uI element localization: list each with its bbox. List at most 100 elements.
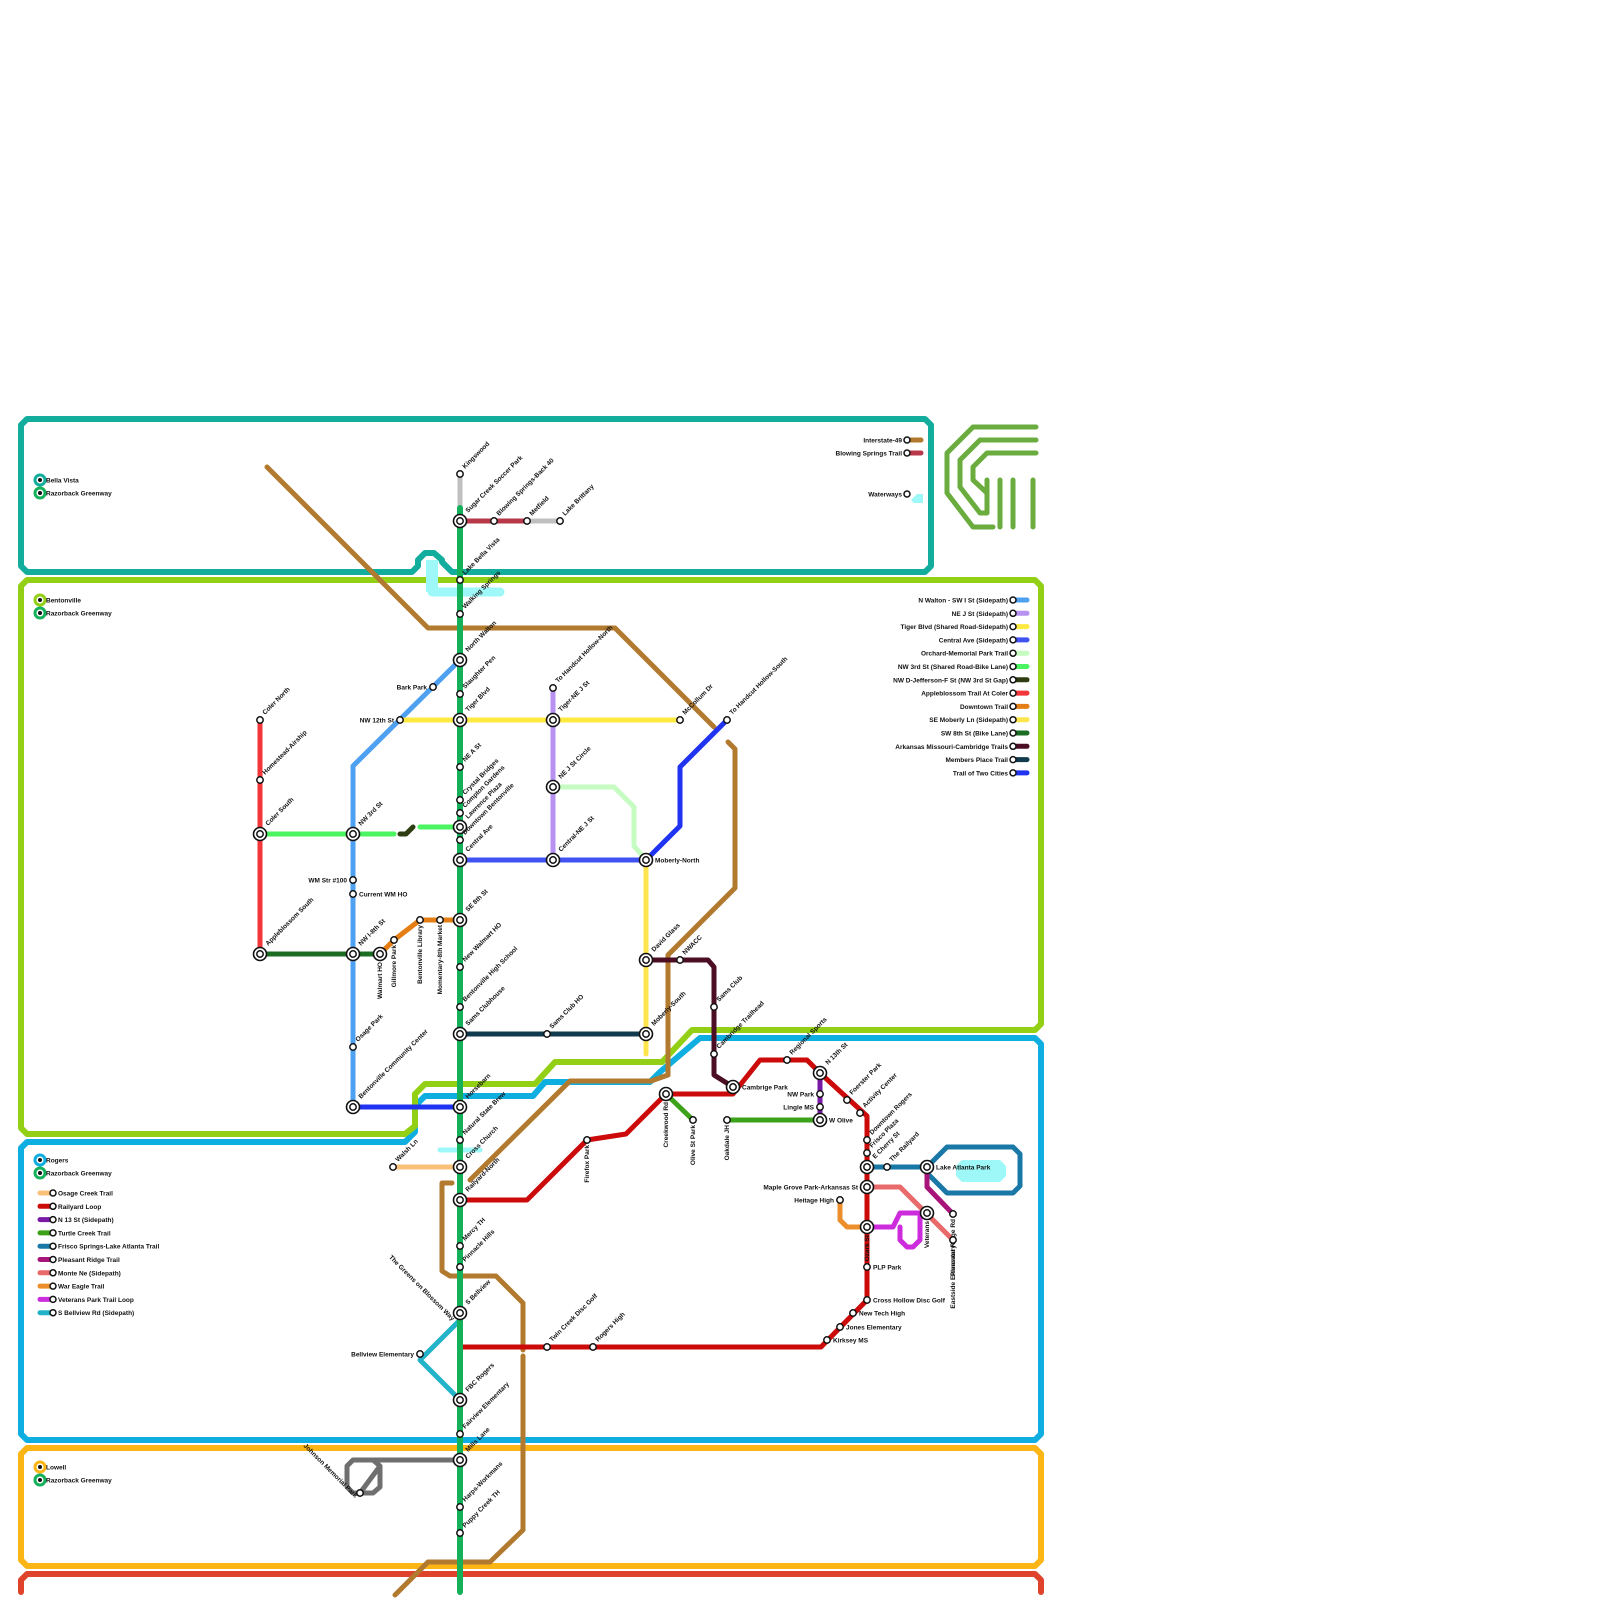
station[interactable]: Walmart HO (372, 946, 388, 999)
station[interactable]: To Handcut Hollow-South (723, 656, 789, 724)
station[interactable]: NW 12th St (360, 716, 404, 725)
station-marker (863, 1149, 871, 1157)
station-marker (436, 916, 444, 924)
legend-rogers-marker (49, 1215, 57, 1224)
station[interactable]: Jones Elementary (836, 1323, 902, 1332)
station[interactable]: Rogers High (589, 1311, 627, 1351)
station-marker (723, 1116, 731, 1124)
station[interactable]: Twin Creek Disc Golf (543, 1292, 600, 1351)
station[interactable]: Bark Park (397, 683, 437, 692)
station-label: North Walton (464, 620, 498, 654)
station-label: Coler North (261, 686, 291, 716)
trail-lines (257, 471, 1023, 1595)
station[interactable]: McCollum Dr (676, 683, 715, 724)
station[interactable]: Homestead-Airship (256, 729, 309, 784)
station[interactable]: Heitage High (794, 1196, 844, 1205)
station[interactable]: Kirksey MS (823, 1336, 869, 1345)
station-interchange-inner (456, 856, 464, 864)
station[interactable]: Current WM HO (349, 890, 408, 899)
legend-bentonville-label: SE Moberly Ln (Sidepath) (929, 717, 1008, 724)
station-interchange-inner (923, 1209, 931, 1217)
station[interactable]: Lake Brittany (556, 483, 596, 525)
legend-rogers-label: N 13 St (Sidepath) (58, 1217, 114, 1224)
station[interactable]: Cross Hollow Disc Golf (863, 1296, 946, 1305)
station-marker (456, 963, 464, 971)
legend-bentonville-marker (1009, 702, 1017, 711)
station-marker (456, 796, 464, 804)
station[interactable]: Gillmore Park (390, 936, 398, 987)
legend-bentonville-label: Downtown Trail (960, 704, 1008, 711)
station[interactable]: W Olive (812, 1112, 854, 1128)
station-label: Sams Club (715, 975, 744, 1004)
station[interactable]: Lingle MS (783, 1103, 824, 1112)
station[interactable]: N 13th St (812, 1041, 850, 1081)
station[interactable]: Bentonville Library (416, 916, 424, 984)
station-label: Oakdale JH (724, 1125, 731, 1161)
station[interactable]: Sams Club HO (543, 994, 586, 1038)
station-interchange-inner (456, 1103, 464, 1111)
station[interactable]: Johnson Memorial Park (302, 1443, 364, 1500)
station-interchange-inner (349, 1103, 357, 1111)
legend-rogers-label: Monte Ne (Sidepath) (58, 1270, 121, 1277)
station[interactable]: To Handcut Hollow-North (549, 624, 615, 692)
station[interactable]: Pleasant Ridge Rd (949, 1210, 957, 1276)
station[interactable]: Momentary-8th Market (436, 916, 444, 995)
i49-path-4 (392, 1353, 526, 1598)
legend-bentonville-label: Central Ave (Sidepath) (939, 637, 1008, 644)
legend-rogers-label: War Eagle Trail (58, 1284, 105, 1291)
legend-bentonville-label: NW 3rd St (Shared Road-Bike Lane) (898, 664, 1008, 671)
legend-bentonville-marker (1009, 636, 1017, 644)
station-label: Current WM HO (359, 892, 407, 899)
station[interactable]: Lake Atlanta Park (919, 1159, 991, 1175)
legend-bentonville-label: N Walton - SW I St (Sidepath) (918, 598, 1008, 605)
legend-top-marker (903, 490, 911, 498)
station[interactable]: Olive St Park (689, 1116, 697, 1165)
station-label: FBC Rogers (464, 1362, 496, 1394)
station-label: NW I-8th St (357, 917, 387, 947)
station-label: Bark Park (397, 685, 428, 692)
station[interactable]: Veterans (919, 1205, 935, 1249)
station[interactable]: Coler North (256, 686, 292, 724)
station[interactable]: Maple Grove Park-Arkansas St (763, 1179, 875, 1195)
nw-3rd-gap (397, 824, 416, 837)
station[interactable]: Harps-Workmans (456, 1460, 505, 1511)
station-marker (416, 916, 424, 924)
station[interactable]: Blowing Springs-Back 40 (490, 457, 556, 525)
station[interactable]: WM Str #100 (308, 876, 357, 885)
legend-bentonville-label: Orchard-Memorial Park Trail (921, 651, 1008, 658)
station-label: PLP Park (873, 1265, 902, 1272)
station-label: Lake Brittany (561, 483, 595, 517)
legend-rogers-label: Osage Creek Trail (58, 1191, 113, 1198)
station[interactable]: Cambrige Park (725, 1079, 789, 1095)
station[interactable]: Firefox Park (583, 1136, 591, 1183)
station[interactable]: Bellview Elementary (351, 1350, 424, 1359)
amct-trail (643, 957, 736, 1090)
station[interactable]: Kingswood (456, 441, 491, 478)
legend-rogers-item: War Eagle Trail (37, 1282, 105, 1291)
station-label: Appleblossom South (264, 896, 315, 947)
station[interactable]: Moberly-North (638, 852, 700, 868)
legend-top-item: Interstate-49 (863, 436, 924, 445)
station-interchange-inner (349, 830, 357, 838)
station[interactable]: Ozark St (859, 1219, 875, 1262)
station-marker (349, 890, 357, 898)
station-marker (823, 1336, 831, 1344)
legend-rogers-marker (49, 1242, 57, 1250)
station-marker (349, 1043, 357, 1051)
station[interactable]: The Greens on Blossom Way (387, 1254, 456, 1323)
station[interactable]: Creekwood Rd (658, 1086, 674, 1148)
station[interactable]: Appleblossom South (252, 896, 316, 962)
station[interactable]: New Tech High (849, 1309, 905, 1318)
station[interactable]: PLP Park (863, 1263, 902, 1272)
station[interactable]: Oakdale JH (723, 1116, 731, 1161)
station-marker (836, 1196, 844, 1204)
station-marker (456, 1136, 464, 1144)
legend-bentonville-marker (1009, 729, 1017, 737)
station[interactable]: Eastside Elementary (949, 1236, 957, 1309)
station[interactable]: NW Park (787, 1090, 824, 1099)
region-label-rg-greenway: Razorback Greenway (33, 1166, 112, 1180)
station-interchange-inner (456, 823, 464, 831)
station-marker (490, 517, 498, 525)
